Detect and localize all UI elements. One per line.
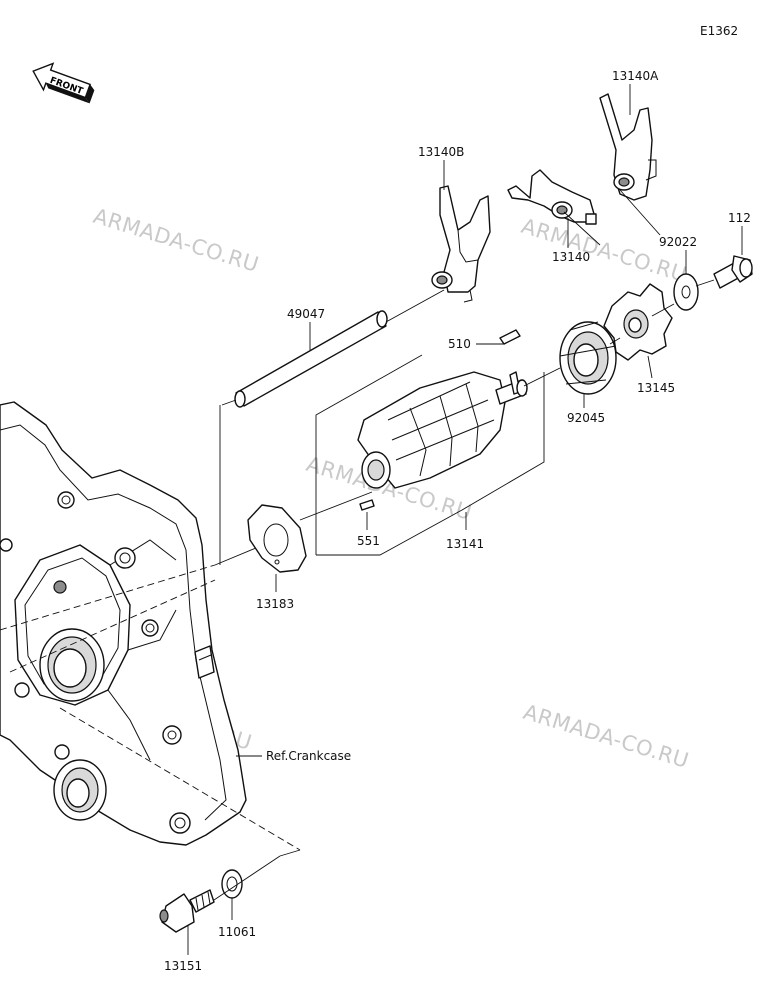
label-13141[interactable]: 13141 [446,537,484,551]
part-labels: 13140A 13140B 13140 112 92022 49047 510 … [164,69,751,973]
shift-fork-13140 [507,169,597,225]
label-ref-crankcase[interactable]: Ref.Crankcase [266,749,351,763]
label-551[interactable]: 551 [357,534,380,548]
diagram-code: E1362 [700,24,738,38]
watermark-4: ARMADA-CO.RU [521,700,692,773]
leader-lines [187,84,743,955]
label-49047[interactable]: 49047 [287,307,325,321]
fork-shaft-49047 [234,310,388,408]
shift-cam-13145 [603,283,673,361]
crankcase-bore [39,628,105,702]
front-arrow-icon: FRONT [32,62,95,104]
shift-fork-13140a [599,93,657,201]
label-92022[interactable]: 92022 [659,235,697,249]
label-13183[interactable]: 13183 [256,597,294,611]
label-13140b[interactable]: 13140B [418,145,464,159]
label-13145[interactable]: 13145 [637,381,675,395]
pin-510 [499,329,521,345]
bearing-92045 [559,321,617,395]
label-13140a[interactable]: 13140A [612,69,659,83]
watermark-1: ARMADA-CO.RU [91,204,262,277]
shift-fork-13140b [431,185,491,303]
pin-551 [359,499,375,511]
label-112[interactable]: 112 [728,211,751,225]
plate-13183 [247,504,307,573]
watermark-2: ARMADA-CO.RU [519,214,690,287]
washer-92022 [673,273,699,311]
label-11061[interactable]: 11061 [218,925,256,939]
crankcase [0,401,247,846]
shift-drum-13141 [357,371,528,489]
label-510[interactable]: 510 [448,337,471,351]
crankcase-lower-bore [53,759,107,821]
bolt-112 [713,255,753,289]
label-13140[interactable]: 13140 [552,250,590,264]
label-13151[interactable]: 13151 [164,959,202,973]
neutral-switch-13151 [159,889,215,933]
label-92045[interactable]: 92045 [567,411,605,425]
washer-11061 [221,869,243,899]
